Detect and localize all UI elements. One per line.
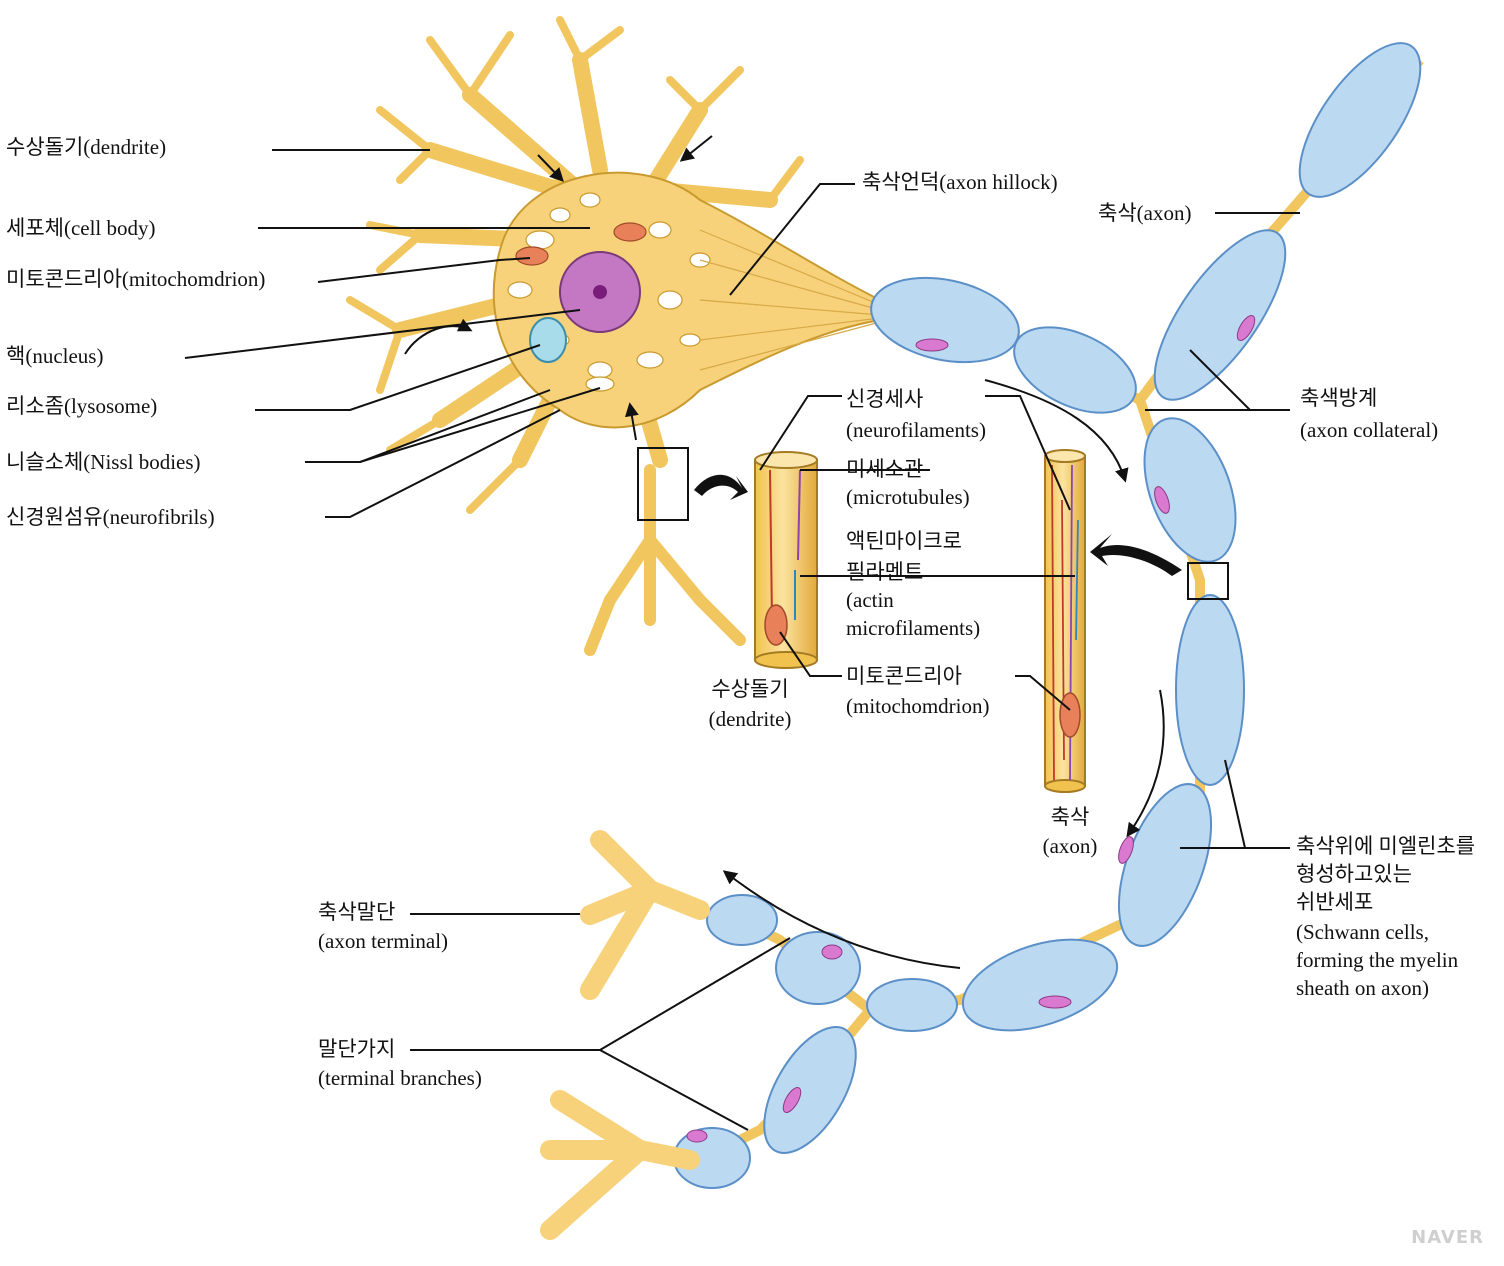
label-lysosome: 리소좀(lysosome) xyxy=(6,394,158,418)
label-actin-1: 액틴마이크로 xyxy=(846,529,962,553)
label-nucleus: 핵(nucleus) xyxy=(6,344,104,368)
label-schwann-3: 쉬반세포 xyxy=(1296,890,1374,914)
label-schwann-5: forming the myelin xyxy=(1296,948,1459,972)
label-branches-en: (terminal branches) xyxy=(318,1066,482,1090)
label-mito2-ko: 미토콘드리아 xyxy=(846,664,962,688)
label-axon-top: 축삭(axon) xyxy=(1098,201,1192,225)
signal-arrows xyxy=(404,135,1165,969)
label-neurofil-ko: 신경세사 xyxy=(846,387,924,411)
label-dendrite-cyl-en: (dendrite) xyxy=(708,707,792,731)
leader-lines xyxy=(184,149,1300,1131)
schwann-nuclei xyxy=(686,315,1256,1143)
label-microtub-ko: 미세소관 xyxy=(846,457,924,481)
axon-terminals xyxy=(540,830,710,1240)
nucleolus xyxy=(593,285,607,299)
dendrite-branches xyxy=(346,16,804,656)
label-mitochondrion: 미토콘드리아(mitochomdrion) xyxy=(6,267,266,291)
label-dendrite: 수상돌기(dendrite) xyxy=(6,135,167,159)
label-actin-4: microfilaments) xyxy=(846,616,981,640)
label-nissl: 니슬소체(Nissl bodies) xyxy=(6,450,201,474)
label-neurofibrils: 신경원섬유(neurofibrils) xyxy=(6,505,215,529)
label-branches-ko: 말단가지 xyxy=(318,1037,396,1061)
label-axon-hillock: 축삭언덕(axon hillock) xyxy=(862,170,1058,194)
cell-body xyxy=(492,171,881,429)
label-collateral-en: (axon collateral) xyxy=(1300,418,1439,442)
mitochondria xyxy=(515,222,647,266)
dendrite-cylinder xyxy=(754,451,818,669)
label-terminal-en: (axon terminal) xyxy=(318,929,449,953)
zoom-arrows xyxy=(694,474,1182,576)
watermark: NAVER xyxy=(1411,1227,1484,1248)
schwann-cells xyxy=(673,42,1422,1189)
label-schwann-2: 형성하고있는 xyxy=(1296,862,1412,886)
label-axon-cyl-en: (axon) xyxy=(1042,834,1098,858)
label-cell-body: 세포체(cell body) xyxy=(6,216,156,240)
label-schwann-1: 축삭위에 미엘린초를 xyxy=(1296,834,1476,858)
label-axon-cyl-ko: 축삭 xyxy=(1050,805,1090,829)
label-neurofil-en: (neurofilaments) xyxy=(846,418,986,442)
neurofibrils xyxy=(699,229,881,371)
label-schwann-6: sheath on axon) xyxy=(1296,976,1429,1000)
label-schwann-4: (Schwann cells, xyxy=(1296,920,1429,944)
zoom-boxes xyxy=(637,447,1229,600)
label-dendrite-cyl-ko: 수상돌기 xyxy=(711,677,789,701)
label-terminal-ko: 축삭말단 xyxy=(318,900,396,924)
label-actin-2: 필라멘트 xyxy=(846,560,924,584)
lysosome xyxy=(529,317,567,363)
label-collateral-ko: 축색방계 xyxy=(1300,386,1378,410)
label-mito2-en: (mitochomdrion) xyxy=(846,694,990,718)
label-actin-3: (actin xyxy=(846,588,894,612)
axon-cylinder xyxy=(1044,449,1086,793)
label-microtub-en: (microtubules) xyxy=(846,485,970,509)
